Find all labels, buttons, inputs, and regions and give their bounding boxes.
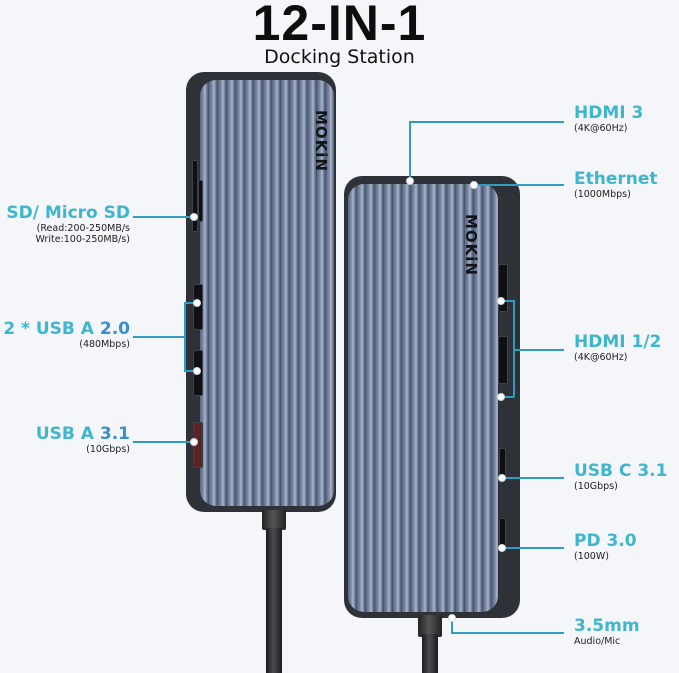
label-sd-title: SD/ Micro SD [6, 203, 130, 223]
leader-dot-audio [448, 614, 456, 622]
label-usb-c: USB C 3.1 (10Gbps) [574, 461, 668, 493]
label-audio-spec: Audio/Mic [574, 636, 621, 647]
leader-dot-hdmi1 [497, 297, 505, 305]
leader-line-usb2-top [184, 302, 196, 304]
leader-line-hdmi12-top [500, 300, 514, 302]
label-pd-title: PD 3.0 [574, 531, 637, 551]
label-hdmi3-spec: (4K@60Hz) [574, 123, 628, 134]
label-hdmi3-title: HDMI 3 [574, 103, 644, 123]
leader-dot-sd [190, 213, 198, 221]
usb-a-2-port-1 [193, 284, 203, 330]
label-sd-write: Write:100-250MB/s) [35, 234, 130, 245]
leader-line-ethernet [474, 184, 564, 186]
cable-left-plug [262, 510, 286, 530]
leader-line-usb2-bottom [184, 370, 196, 372]
leader-dot-usb2-1 [193, 299, 201, 307]
leader-line-hdmi12 [514, 349, 564, 351]
label-usb2-prefix: 2 * USB A [3, 319, 100, 339]
leader-dot-ethernet [470, 181, 478, 189]
leader-line-audio [451, 632, 564, 634]
label-usb3-version: 3.1 [99, 424, 130, 444]
leader-line-usb2 [133, 336, 185, 338]
leader-line-audio-vert [451, 618, 453, 634]
leader-dot-usb3 [190, 438, 198, 446]
leader-line-hdmi12-bracket [513, 300, 515, 397]
label-audio: 3.5mm Audio/Mic [574, 616, 640, 648]
leader-line-hdmi3 [409, 121, 564, 123]
label-usb3-speed: (10Gbps) [86, 444, 130, 455]
cable-left [266, 528, 282, 673]
label-usb2-version: 2.0 [99, 319, 130, 339]
leader-dot-pd [498, 544, 506, 552]
label-sd-micro-sd: SD/ Micro SD (Read:200-250MB/s Write:100… [6, 203, 130, 246]
label-hdmi12-spec: (4K@60Hz) [574, 352, 628, 363]
label-pd-spec: (100W) [574, 551, 609, 562]
dock-device-left: MOKiN [186, 72, 336, 512]
label-hdmi3: HDMI 3 (4K@60Hz) [574, 103, 644, 135]
leader-line-hdmi12-bottom [500, 396, 514, 398]
label-usb2-speed: (480Mbps) [79, 339, 130, 350]
hdmi-port-1 [498, 264, 508, 312]
leader-line-usb2-bracket [184, 302, 186, 372]
leader-line-usb3 [133, 441, 193, 443]
page-subtitle: Docking Station [264, 46, 415, 68]
label-pd: PD 3.0 (100W) [574, 531, 637, 563]
label-hdmi12-title: HDMI 1/2 [574, 332, 662, 352]
label-usb-a-2: 2 * USB A 2.0 (480Mbps) [3, 319, 130, 351]
cable-right [422, 634, 438, 673]
leader-dot-hdmi3 [406, 177, 414, 185]
label-sd-read: (Read:200-250MB/s [36, 223, 130, 234]
dock-device-right: MOKiN [344, 176, 520, 618]
leader-dot-usbc [498, 474, 506, 482]
label-audio-title: 3.5mm [574, 616, 640, 636]
leader-line-usbc [502, 477, 564, 479]
label-hdmi12: HDMI 1/2 (4K@60Hz) [574, 332, 662, 364]
label-usb-a-3: USB A 3.1 (10Gbps) [35, 424, 130, 456]
cable-right-plug [418, 615, 442, 637]
label-usb3-prefix: USB A [35, 424, 100, 444]
leader-line-hdmi3-vert [409, 121, 411, 179]
sd-slot [192, 160, 198, 232]
brand-logo-left: MOKiN [312, 110, 330, 172]
leader-dot-usb2-2 [193, 367, 201, 375]
brand-logo-right: MOKiN [462, 214, 480, 276]
label-ethernet-title: Ethernet [574, 169, 658, 189]
leader-line-pd [502, 547, 564, 549]
microsd-slot [198, 180, 203, 222]
label-ethernet-spec: (1000Mbps) [574, 189, 631, 200]
leader-dot-hdmi2 [497, 393, 505, 401]
label-usbc-spec: (10Gbps) [574, 481, 618, 492]
leader-line-sd [133, 216, 193, 218]
hdmi-port-2 [498, 336, 508, 384]
page-title: 12-IN-1 [252, 0, 427, 51]
label-ethernet: Ethernet (1000Mbps) [574, 169, 658, 201]
label-usbc-title: USB C 3.1 [574, 461, 668, 481]
